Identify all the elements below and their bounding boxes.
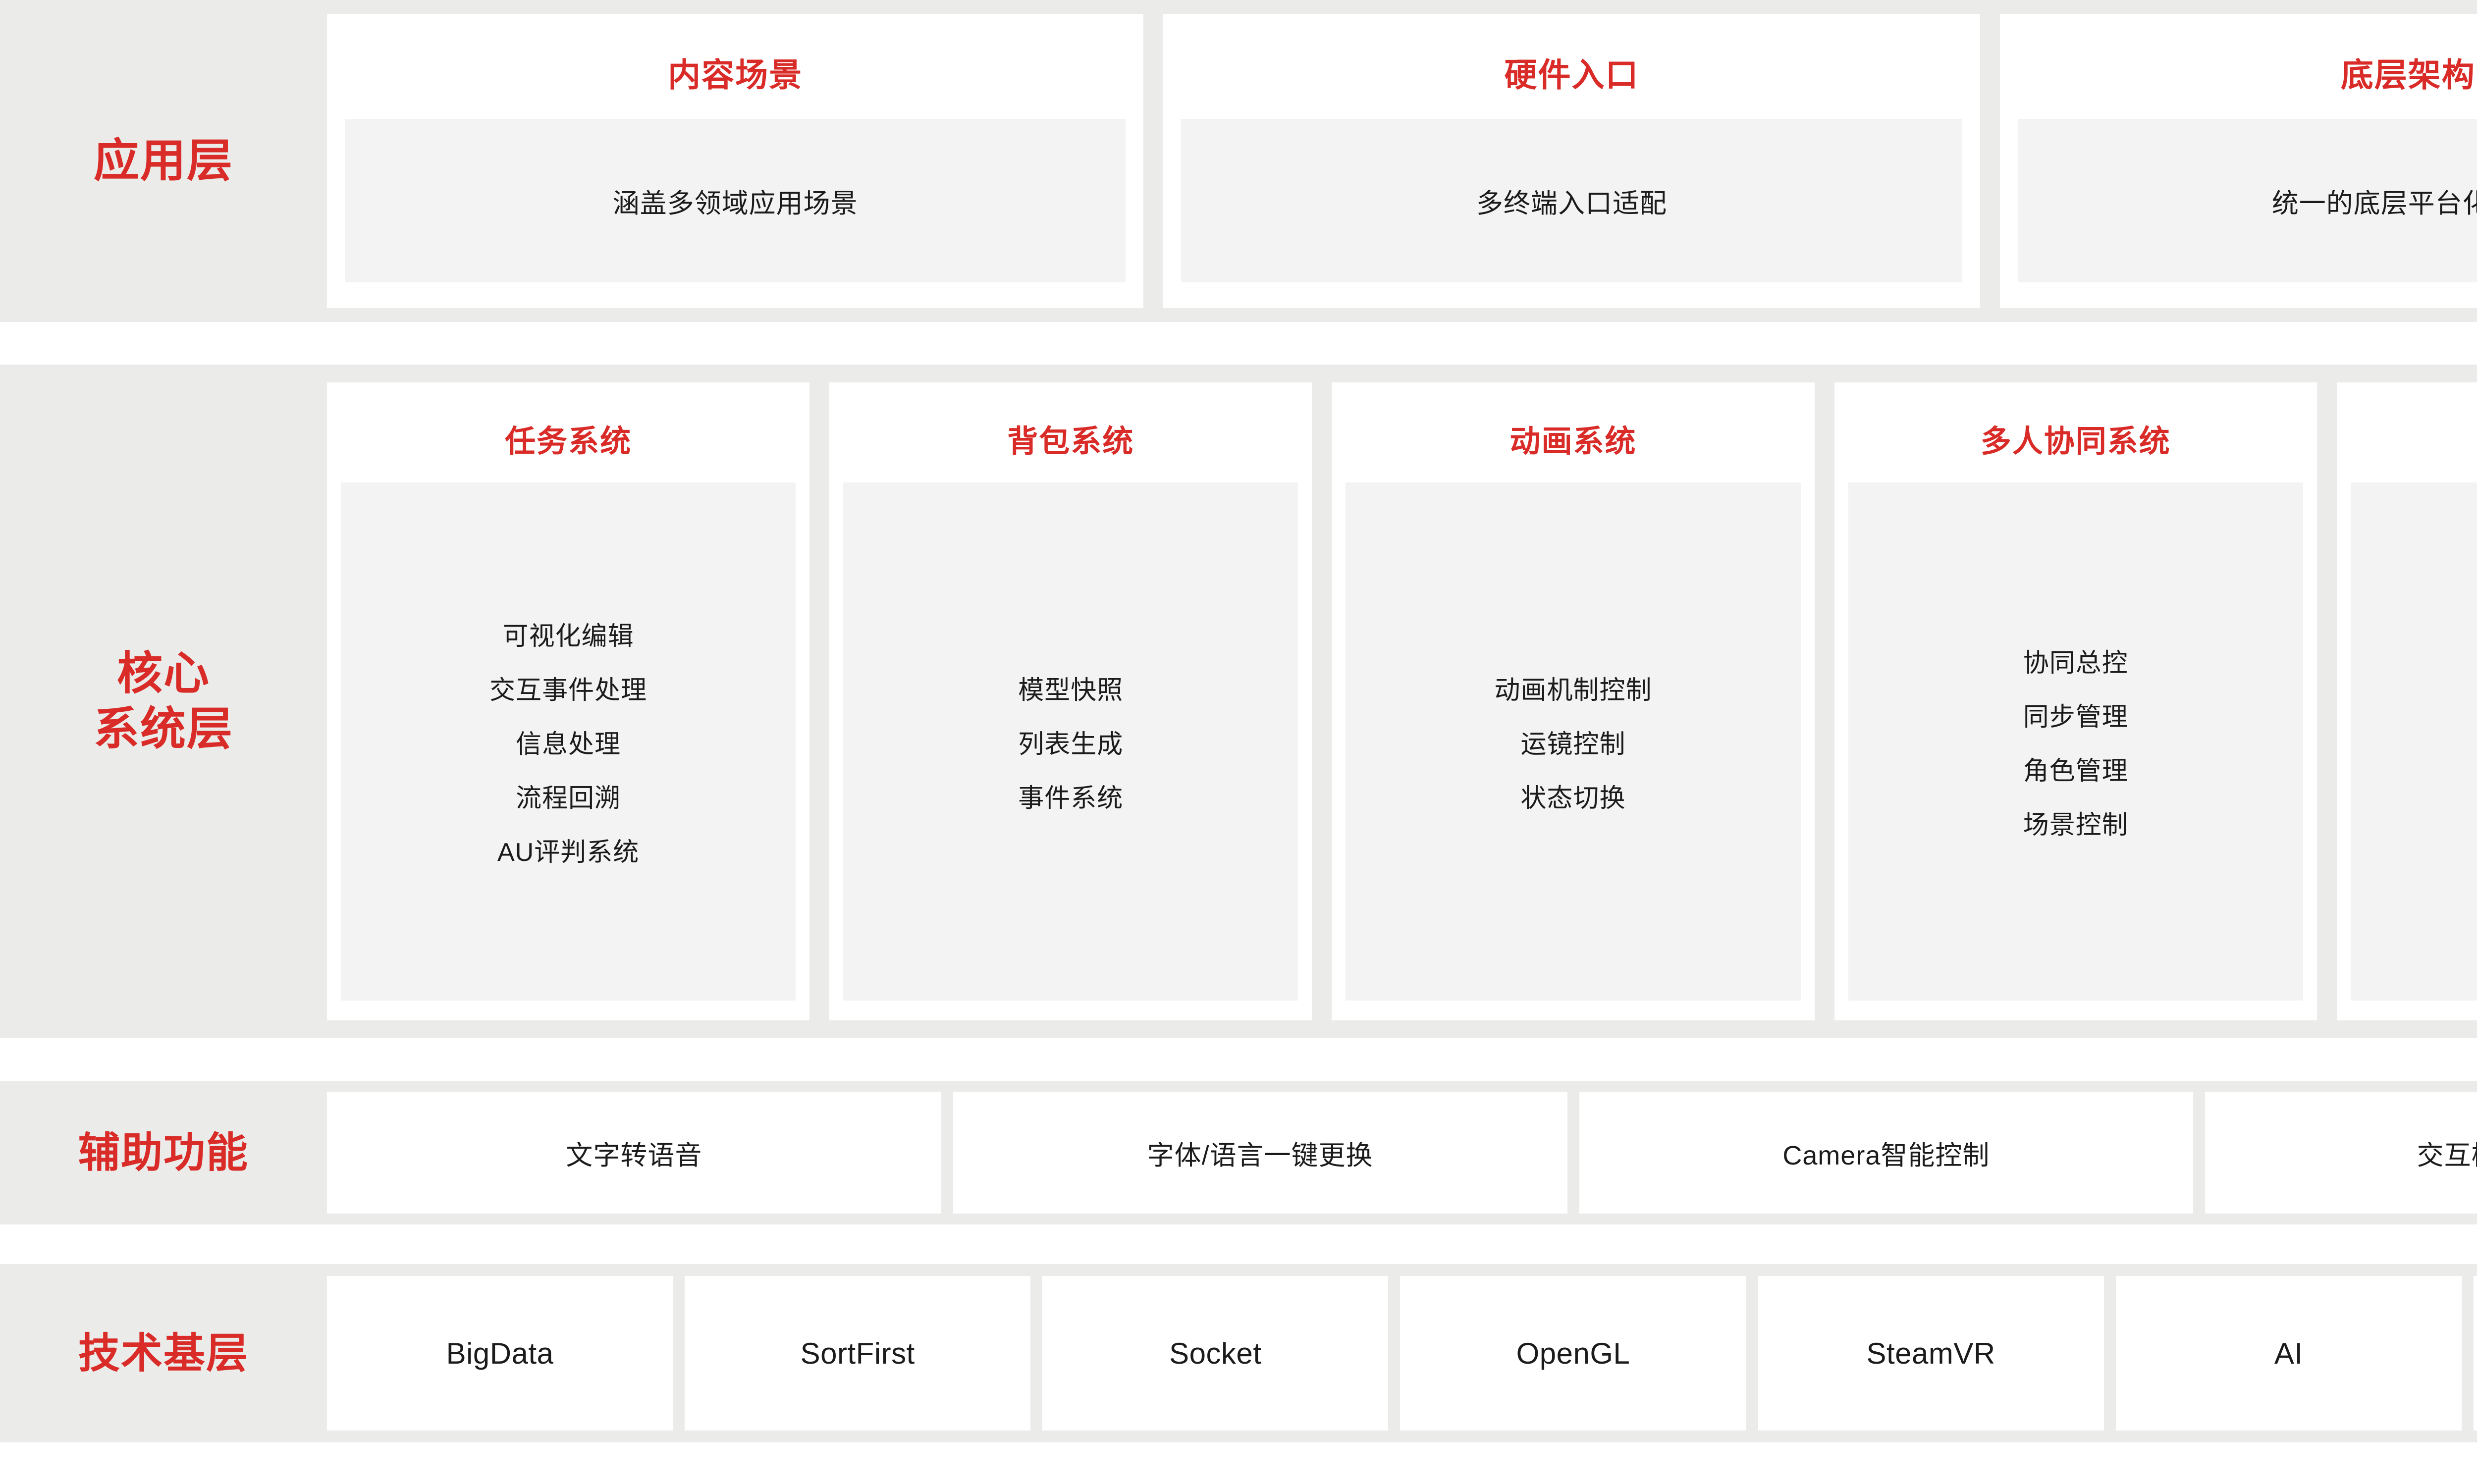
auxiliary-functions-cards: 文字转语音 字体/语言一键更换 Camera智能控制 交互模式切换屏 [327,1081,2477,1224]
technology-card-socket[interactable]: Socket [1042,1276,1389,1431]
application-card-title: 内容场景 [668,56,803,93]
technology-base-cards: BigData SortFirst Socket OpenGL SteamVR … [327,1264,2477,1442]
core-list-item: 协同总控 [2023,649,2128,678]
technology-card-steamvr[interactable]: SteamVR [1758,1276,2104,1431]
core-list-item: 信息处理 [516,730,621,759]
auxiliary-card-font-language-switch[interactable]: 字体/语言一键更换 [953,1092,1567,1214]
core-card-item-list: 动画机制控制 运镜控制 状态切换 [1346,482,1801,1001]
application-card-description: 多终端入口适配 [1181,119,1962,282]
core-list-item: 事件系统 [1018,784,1124,813]
core-card-title: 背包系统 [1007,424,1134,459]
core-layer-label-line2: 系统层 [93,704,233,754]
core-card-multiuser-collaboration-system[interactable]: 多人协同系统 协同总控 同步管理 角色管理 场景控制 [1834,382,2317,1020]
core-card-item-list: 可视化编辑 交互事件处理 信息处理 流程回溯 AU评判系统 [341,482,796,1001]
technology-card-sortfirst[interactable]: SortFirst [685,1276,1031,1431]
core-list-item: 角色管理 [2023,757,2128,786]
core-card-task-system[interactable]: 任务系统 可视化编辑 交互事件处理 信息处理 流程回溯 AU评判系统 [327,382,810,1020]
core-system-layer-band: 核心 系统层 任务系统 可视化编辑 交互事件处理 信息处理 流程回溯 AU评判系… [0,365,2477,1038]
technology-card-cloudrender[interactable]: Cloudrender [2473,1276,2477,1431]
auxiliary-functions-band: 辅助功能 文字转语音 字体/语言一键更换 Camera智能控制 交互模式切换屏 [0,1081,2477,1224]
application-card-base-architecture[interactable]: 底层架构 统一的底层平台化架构 [1999,14,2477,308]
core-layer-label-line1: 核心 [116,648,210,699]
core-card-title: 多人协同系统 [1980,424,2171,459]
core-card-port-adaptation-system[interactable]: 端口适配系统 交互映射 UI智能处理 SDK接入 模拟智能处理 [2336,382,2477,1020]
application-layer-label: 应用层 [93,135,233,186]
core-card-item-list: 模型快照 列表生成 事件系统 [843,482,1298,1001]
band-spacer [0,1224,2477,1264]
application-layer-band: 应用层 内容场景 涵盖多领域应用场景 硬件入口 多终端入口适配 底层架构 统一的… [0,0,2477,322]
core-list-item: 状态切换 [1520,784,1626,813]
core-system-layer-label: 核心 系统层 [0,365,327,1038]
core-card-title: 端口适配系统 [2351,396,2477,482]
technology-card-opengl[interactable]: OpenGL [1400,1276,1746,1431]
core-card-backpack-system[interactable]: 背包系统 模型快照 列表生成 事件系统 [829,382,1312,1020]
core-list-item: AU评判系统 [497,838,640,867]
core-card-item-list: 交互映射 UI智能处理 SDK接入 模拟智能处理 [2350,482,2477,1001]
core-card-item-list: 协同总控 同步管理 角色管理 场景控制 [1848,482,2303,1001]
application-card-title: 底层架构 [2340,56,2476,93]
technology-base-band: 技术基层 BigData SortFirst Socket OpenGL Ste… [0,1264,2477,1442]
auxiliary-card-text-to-speech[interactable]: 文字转语音 [327,1092,941,1214]
technology-card-ai[interactable]: AI [2115,1276,2462,1431]
core-list-item: 列表生成 [1018,730,1124,759]
core-list-item: 流程回溯 [516,784,621,813]
core-card-animation-system[interactable]: 动画系统 动画机制控制 运镜控制 状态切换 [1332,382,1815,1020]
application-card-content-scene[interactable]: 内容场景 涵盖多领域应用场景 [327,14,1144,308]
application-card-description: 统一的底层平台化架构 [2017,119,2477,282]
application-card-hardware-entry[interactable]: 硬件入口 多终端入口适配 [1163,14,1980,308]
core-card-title: 动画系统 [1509,424,1637,459]
band-spacer [0,322,2477,365]
core-list-item: 动画机制控制 [1494,676,1652,705]
core-list-item: 交互事件处理 [489,676,647,705]
band-spacer [0,1038,2477,1081]
technology-base-label: 技术基层 [78,1329,249,1377]
auxiliary-card-interaction-mode-switch[interactable]: 交互模式切换屏 [2205,1092,2477,1214]
core-list-item: 场景控制 [2023,811,2128,840]
core-list-item: 运镜控制 [1520,730,1626,759]
application-card-title: 硬件入口 [1504,56,1639,93]
core-list-item: 模型快照 [1018,676,1124,705]
core-system-layer-cards: 任务系统 可视化编辑 交互事件处理 信息处理 流程回溯 AU评判系统 背包系统 … [327,365,2477,1038]
core-list-item: 可视化编辑 [502,622,634,651]
core-list-item: 同步管理 [2023,703,2128,732]
auxiliary-card-camera-control[interactable]: Camera智能控制 [1579,1092,2194,1214]
application-layer-cards: 内容场景 涵盖多领域应用场景 硬件入口 多终端入口适配 底层架构 统一的底层平台… [327,0,2477,322]
core-card-title: 任务系统 [505,424,632,459]
auxiliary-functions-label: 辅助功能 [78,1129,249,1176]
application-card-description: 涵盖多领域应用场景 [345,119,1126,282]
technology-card-bigdata[interactable]: BigData [327,1276,673,1431]
